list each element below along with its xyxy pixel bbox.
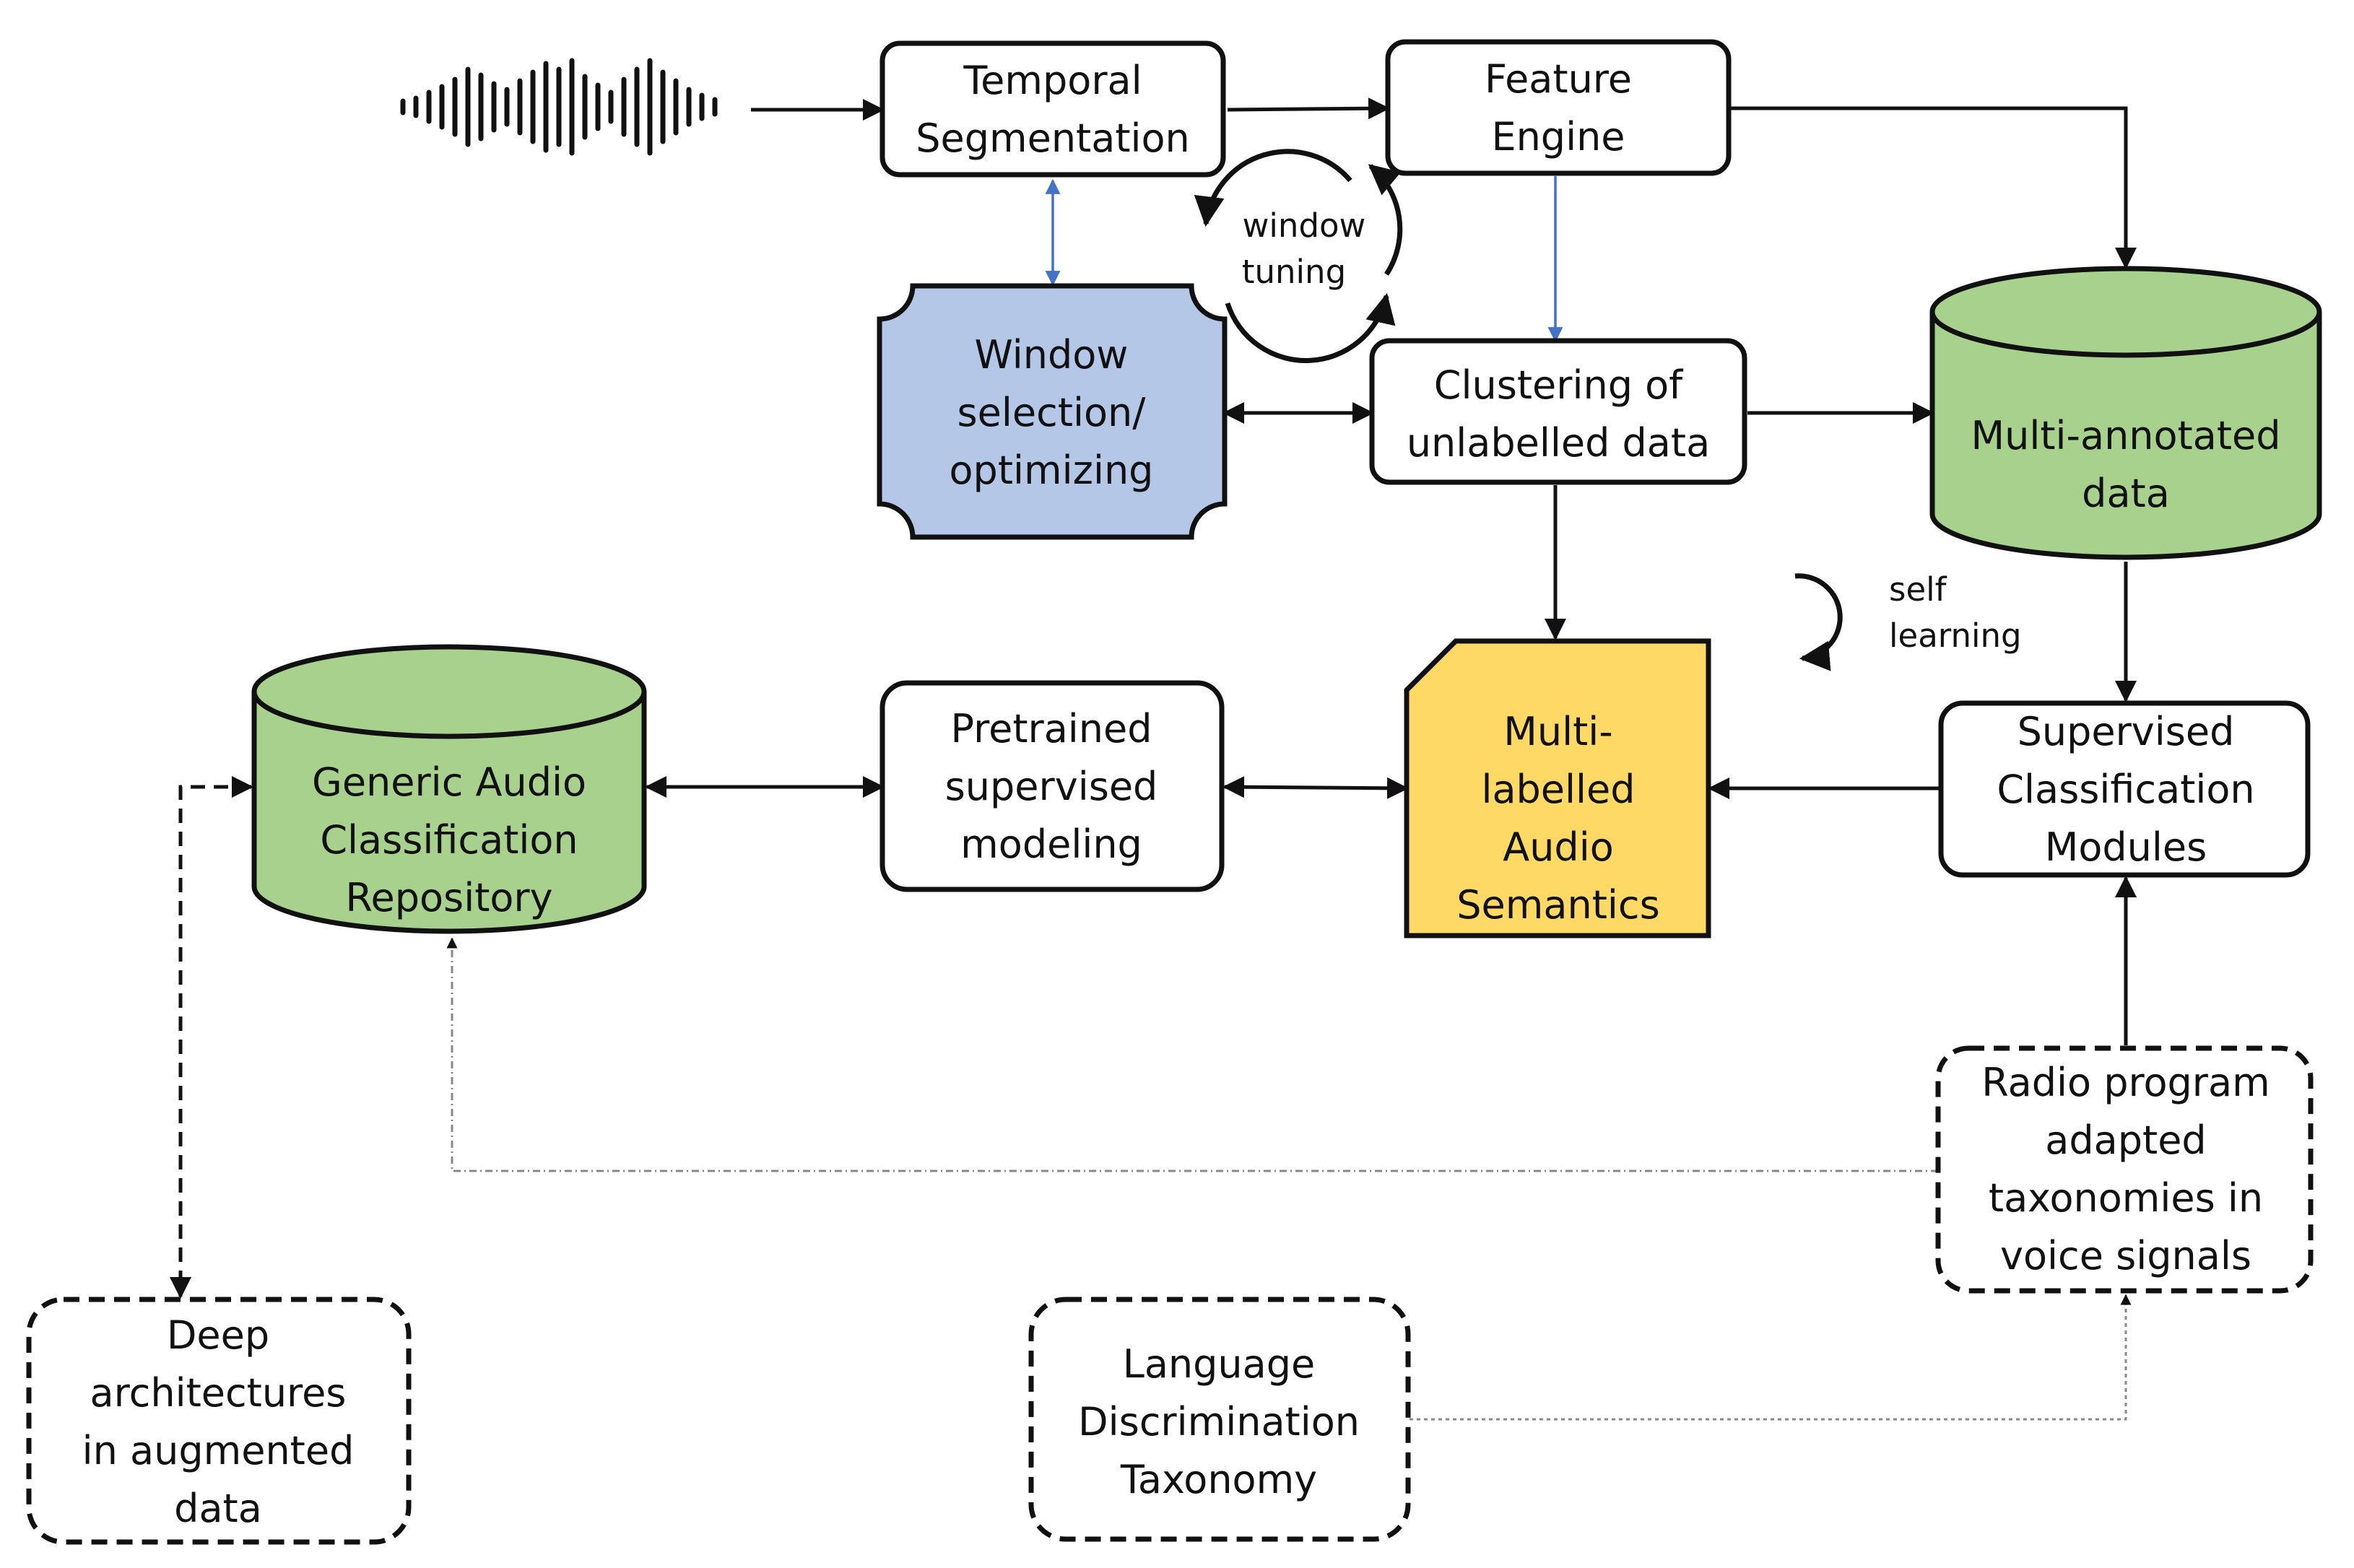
edge-language-to-radio — [1410, 1294, 2132, 1421]
deep-architectures-node: Deep architectures in augmented data — [26, 1297, 412, 1545]
multi-annotated-label-2: data — [2082, 471, 2170, 516]
circular-arrows-icon — [1194, 149, 1403, 363]
multi-annotated-label-1: Multi-annotated — [1971, 413, 2281, 458]
curved-arrow-icon — [1794, 573, 1843, 671]
multi-labelled-label-1: Multi- — [1503, 709, 1612, 754]
language-taxonomy-label-2: Discrimination — [1078, 1399, 1360, 1445]
window-selection-label-2: selection/ — [957, 390, 1147, 435]
window-tuning-label-1: window — [1243, 206, 1366, 245]
generic-repository-label-2: Classification — [320, 817, 578, 863]
edge-multi-labelled-pretrained — [1222, 776, 1409, 799]
supervised-modules-label-1: Supervised — [2018, 709, 2235, 754]
deep-architectures-label-4: data — [174, 1486, 262, 1531]
clustering-label-2: unlabelled data — [1407, 420, 1710, 466]
self-learning-label-1: self — [1889, 570, 1947, 609]
pretrained-modeling-label-2: supervised — [945, 764, 1158, 809]
radio-taxonomies-label-1: Radio program — [1981, 1060, 2270, 1105]
temporal-segmentation-label-1: Temporal — [963, 58, 1142, 103]
language-taxonomy-label-3: Taxonomy — [1120, 1457, 1317, 1502]
edge-feature-engine-to-multi-annotated — [1730, 106, 2137, 269]
feature-engine-label-2: Engine — [1491, 114, 1625, 160]
radio-taxonomies-label-4: voice signals — [2000, 1233, 2251, 1279]
pretrained-modeling-node: Pretrained supervised modeling — [880, 680, 1225, 892]
self-learning-label-2: learning — [1889, 617, 2022, 655]
radio-taxonomies-label-2: adapted — [2045, 1118, 2206, 1163]
edge-repository-deep-architectures — [170, 776, 253, 1299]
supervised-modules-node: Supervised Classification Modules — [1938, 700, 2311, 878]
deep-architectures-label-2: architectures — [90, 1370, 347, 1416]
temporal-segmentation-label-2: Segmentation — [916, 116, 1190, 161]
feature-engine-node: Feature Engine — [1385, 39, 1732, 176]
clustering-label-1: Clustering of — [1434, 362, 1684, 408]
pretrained-modeling-label-3: modeling — [960, 822, 1142, 867]
generic-repository-label-3: Repository — [345, 875, 552, 920]
feature-engine-label-1: Feature — [1485, 56, 1632, 102]
window-selection-label-1: Window — [975, 332, 1129, 378]
multi-annotated-node: Multi-annotated data — [1929, 266, 2322, 560]
multi-labelled-node: Multi- labelled Audio Semantics — [1404, 638, 1711, 938]
temporal-segmentation-node: Temporal Segmentation — [880, 40, 1226, 178]
window-tuning-label-2: tuning — [1242, 253, 1346, 291]
language-taxonomy-node: Language Discrimination Taxonomy — [1028, 1297, 1411, 1542]
radio-taxonomies-label-3: taxonomies in — [1989, 1175, 2263, 1221]
radio-taxonomies-node: Radio program adapted taxonomies in voic… — [1935, 1045, 2314, 1294]
supervised-modules-label-2: Classification — [1997, 767, 2254, 812]
deep-architectures-label-1: Deep — [167, 1312, 269, 1358]
deep-architectures-label-3: in augmented — [82, 1428, 355, 1473]
multi-labelled-label-2: labelled — [1481, 767, 1635, 812]
multi-labelled-label-4: Semantics — [1456, 882, 1659, 928]
audio-waveform-icon — [400, 58, 718, 156]
window-tuning-cycle: window tuning — [1194, 149, 1403, 363]
generic-repository-node: Generic Audio Classification Repository — [251, 644, 647, 934]
generic-repository-label-1: Generic Audio — [312, 759, 586, 805]
edge-radio-to-repository — [446, 937, 1938, 1172]
multi-labelled-label-3: Audio — [1503, 824, 1613, 870]
pretrained-modeling-label-1: Pretrained — [950, 706, 1152, 752]
edge-segmentation-to-feature-engine — [1227, 97, 1390, 120]
edges — [170, 97, 2137, 1421]
supervised-modules-label-3: Modules — [2045, 824, 2207, 870]
window-selection-node: Window selection/ optimizing — [877, 283, 1228, 540]
clustering-node: Clustering of unlabelled data — [1369, 338, 1747, 485]
self-learning-annotation: self learning — [1794, 570, 2022, 671]
language-taxonomy-label-1: Language — [1123, 1341, 1316, 1387]
window-selection-label-3: optimizing — [950, 448, 1154, 493]
